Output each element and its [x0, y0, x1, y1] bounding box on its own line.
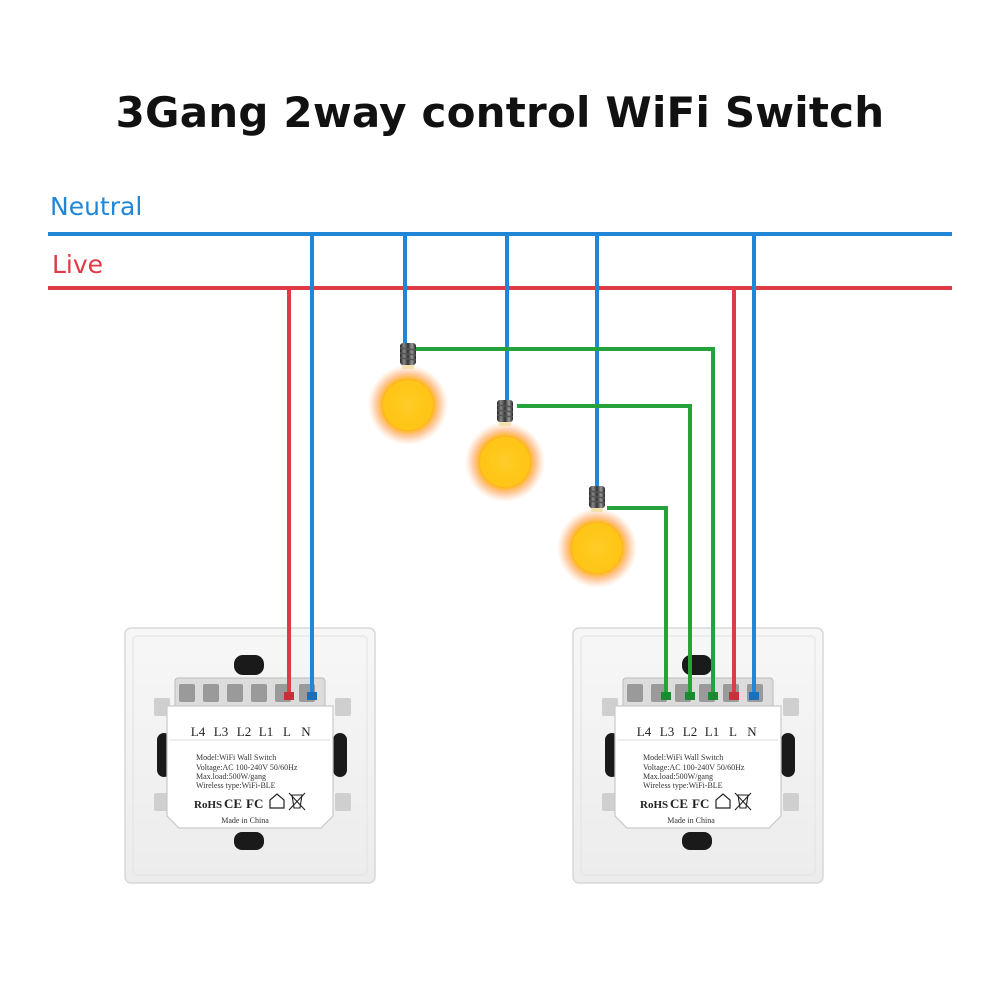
terminal-l1: L1	[259, 724, 273, 739]
bulb-1	[367, 342, 449, 446]
bulb-2-switched-wire	[517, 404, 692, 694]
terminal-l4: L4	[637, 724, 652, 739]
rohs-mark: RoHS	[194, 799, 222, 811]
spec-model: Model:WiFi Wall Switch	[643, 753, 723, 762]
bulb-3-switched-wire	[607, 506, 668, 694]
switch-right-label: L4 L3 L2 L1 L N Model:WiFi Wall Switch V…	[637, 724, 758, 825]
spec-max-load: Max.load:500W/gang	[196, 772, 266, 781]
fc-mark: FC	[692, 796, 709, 811]
terminal-l: L	[283, 724, 291, 739]
ce-mark: CE	[224, 796, 242, 811]
ce-mark: CE	[670, 796, 688, 811]
terminal-l3: L3	[660, 724, 674, 739]
terminal-l: L	[729, 724, 737, 739]
spec-model: Model:WiFi Wall Switch	[196, 753, 276, 762]
diagram-title: 3Gang 2way control WiFi Switch	[115, 88, 885, 137]
neutral-line-label: Neutral	[50, 192, 143, 221]
bulb-1-switched-wire	[416, 347, 715, 694]
made-in-label: Made in China	[221, 816, 269, 825]
bulb-3	[556, 485, 638, 589]
terminal-l3: L3	[214, 724, 228, 739]
switch-left-label: L4 L3 L2 L1 L N Model:WiFi Wall Switch V…	[191, 724, 312, 825]
terminal-l1: L1	[705, 724, 719, 739]
terminal-l4: L4	[191, 724, 206, 739]
fc-mark: FC	[246, 796, 263, 811]
terminal-l2: L2	[237, 724, 251, 739]
spec-wireless: Wireless type:WiFi-BLE	[643, 781, 723, 790]
rohs-mark: RoHS	[640, 799, 668, 811]
home-recycle-icon	[269, 793, 285, 809]
spec-wireless: Wireless type:WiFi-BLE	[196, 781, 276, 790]
terminal-l2: L2	[683, 724, 697, 739]
weee-bin-icon	[734, 792, 752, 811]
terminal-n: N	[301, 724, 311, 739]
weee-bin-icon	[288, 792, 306, 811]
home-recycle-icon	[715, 793, 731, 809]
spec-voltage: Voltage:AC 100-240V 50/60Hz	[643, 763, 745, 772]
terminal-n: N	[747, 724, 757, 739]
spec-voltage: Voltage:AC 100-240V 50/60Hz	[196, 763, 298, 772]
made-in-label: Made in China	[667, 816, 715, 825]
live-line-label: Live	[52, 250, 104, 279]
bulb-2	[464, 399, 546, 503]
spec-max-load: Max.load:500W/gang	[643, 772, 713, 781]
